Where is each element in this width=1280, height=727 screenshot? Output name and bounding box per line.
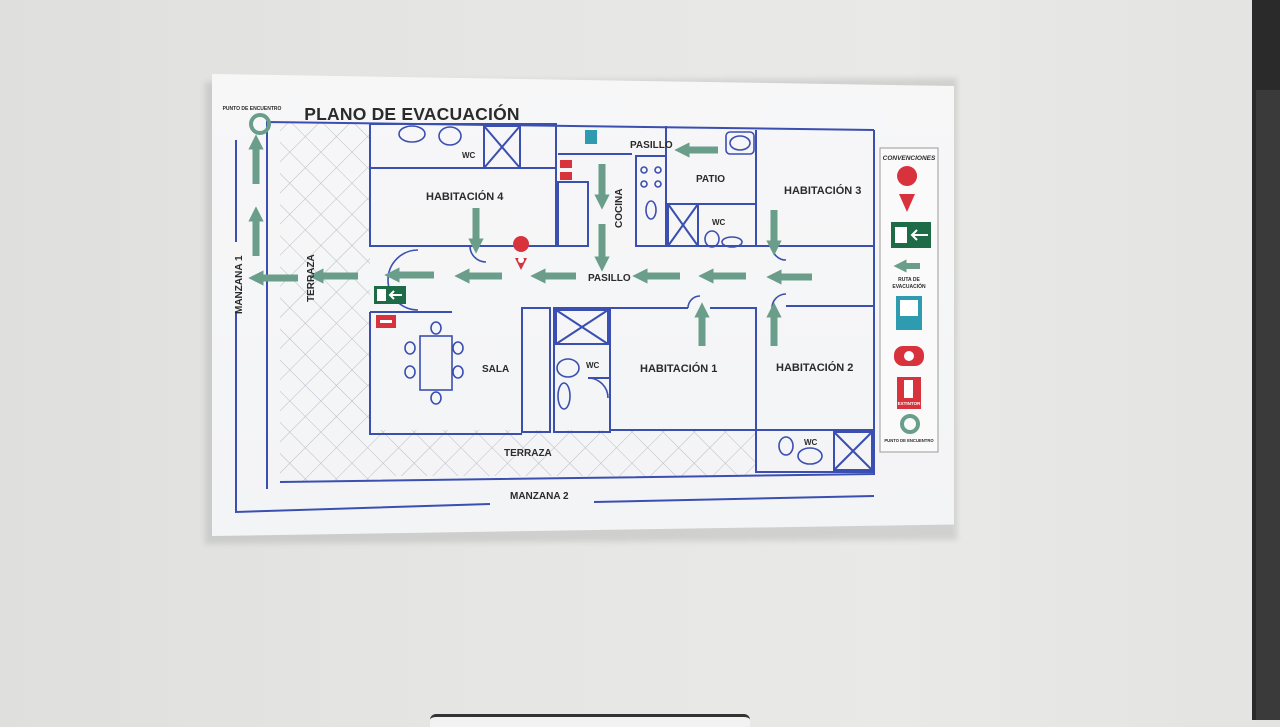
terrace-hatch-left: [280, 122, 370, 482]
fire-extinguisher-icons: [376, 160, 572, 328]
sign-title: PLANO DE EVACUACIÓN: [304, 104, 520, 124]
meeting-point-icon: [249, 113, 271, 135]
legend-title: CONVENCIONES: [883, 155, 936, 162]
terrace-label-bottom: TERRAZA: [504, 448, 552, 459]
street-manzana-1: MANZANA 1: [234, 255, 245, 314]
wc-label-4: WC: [804, 438, 818, 447]
corridor-label-middle: PASILLO: [588, 273, 631, 284]
legend-extinguisher-label: EXTINTOR: [898, 401, 921, 406]
room-habitacion-1: HABITACIÓN 1: [640, 362, 717, 375]
floor-plan: PUNTO DE ENCUENTRO WC HABITACIÓN 4 PASIL…: [223, 106, 939, 514]
room-patio: PATIO: [696, 174, 725, 185]
wc-label-1: WC: [462, 151, 476, 160]
room-habitacion-2: HABITACIÓN 2: [776, 361, 853, 374]
fixtures: [398, 125, 823, 465]
room-habitacion-3: HABITACIÓN 3: [784, 184, 861, 197]
bottom-object: [430, 714, 750, 727]
street-manzana-2: MANZANA 2: [510, 491, 569, 502]
wc-label-2: WC: [712, 218, 726, 227]
door-arcs: [387, 245, 787, 399]
dark-edge: [1252, 0, 1280, 720]
room-sala: SALA: [482, 364, 509, 375]
wc-label-3: WC: [586, 361, 600, 370]
meeting-point-top-label: PUNTO DE ENCUENTRO: [223, 106, 282, 112]
legend-route-label-1: RUTA DE: [898, 277, 920, 283]
terrace-label-side: TERRAZA: [306, 254, 317, 302]
exit-sign-icon: [374, 286, 406, 304]
legend-panel: [879, 147, 939, 453]
alarm-pin-icon: [513, 236, 530, 270]
evacuation-sign: PUNTO DE ENCUENTRO WC HABITACIÓN 4 PASIL…: [212, 74, 954, 536]
room-cocina: COCINA: [614, 189, 625, 228]
legend-route-label-2: EVACUACIÓN: [892, 282, 926, 290]
legend-meeting-point-label: PUNTO DE ENCUENTRO: [884, 438, 934, 443]
corridor-label-top: PASILLO: [630, 140, 673, 151]
evacuation-arrows: [248, 134, 812, 346]
alarm-panel-icon: [585, 130, 597, 144]
terrace-hatch-bottom: [370, 430, 756, 476]
room-habitacion-4: HABITACIÓN 4: [426, 190, 504, 203]
interior-walls: [369, 123, 875, 473]
